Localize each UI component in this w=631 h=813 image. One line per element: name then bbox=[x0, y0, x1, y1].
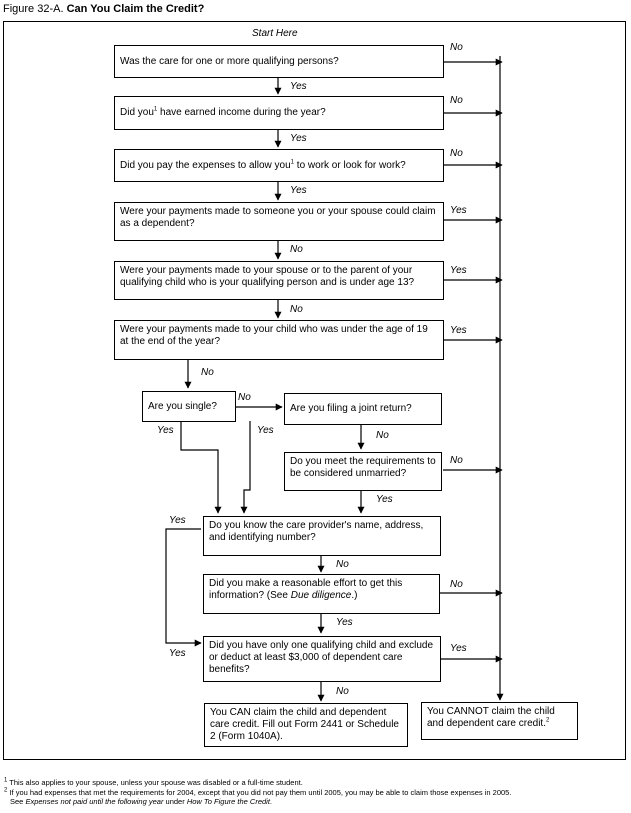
footnote-ref: 2 bbox=[545, 717, 550, 724]
label-yes-q11-q10: Yes bbox=[169, 648, 186, 659]
label-no-q5: No bbox=[290, 304, 303, 315]
question-spouse-or-parent: Were your payments made to your spouse o… bbox=[114, 261, 444, 300]
question-pay-expenses: Did you pay the expenses to allow you1 t… bbox=[114, 149, 444, 182]
question-earned-income: Did you1 have earned income during the y… bbox=[114, 96, 444, 130]
question-dependent-care-benefits: Did you have only one qualifying child a… bbox=[203, 636, 441, 682]
label-no-q4: No bbox=[290, 244, 303, 255]
label-no-q2: No bbox=[450, 95, 463, 106]
label-yes-q5: Yes bbox=[450, 265, 467, 276]
arrow-q7-q10 bbox=[180, 421, 222, 514]
label-yes-q7: Yes bbox=[157, 425, 174, 436]
label-yes-q8: Yes bbox=[257, 425, 274, 436]
footnote-ref: 1 bbox=[153, 106, 158, 113]
result-cannot-claim: You CANNOT claim the child and dependent… bbox=[421, 702, 578, 740]
question-qualifying-persons: Was the care for one or more qualifying … bbox=[114, 45, 444, 78]
figure-title: Figure 32-A. Can You Claim the Credit? bbox=[3, 3, 204, 15]
question-reasonable-effort: Did you make a reasonable effort to get … bbox=[203, 574, 440, 614]
label-yes-q1: Yes bbox=[290, 81, 307, 92]
question-joint-return: Are you filing a joint return? bbox=[284, 393, 442, 425]
label-no-q12: No bbox=[336, 686, 349, 697]
label-no-q9: No bbox=[450, 455, 463, 466]
question-provider-info: Do you know the care provider's name, ad… bbox=[203, 516, 441, 556]
flowchart-frame bbox=[3, 21, 626, 760]
arrow-q10-q12 bbox=[165, 528, 202, 647]
label-no-q11: No bbox=[450, 579, 463, 590]
label-yes-q4: Yes bbox=[450, 205, 467, 216]
label-yes-q11: Yes bbox=[336, 617, 353, 628]
label-yes-q3: Yes bbox=[290, 185, 307, 196]
result-can-claim: You CAN claim the child and dependent ca… bbox=[204, 703, 408, 747]
question-child-under-19: Were your payments made to your child wh… bbox=[114, 320, 444, 360]
footnote-ref: 1 bbox=[290, 159, 295, 166]
label-yes-q6: Yes bbox=[450, 325, 467, 336]
footnote-1: 1 This also applies to your spouse, unle… bbox=[4, 777, 303, 788]
label-yes-q2: Yes bbox=[290, 133, 307, 144]
label-yes-q12: Yes bbox=[450, 643, 467, 654]
label-no-q1: No bbox=[450, 42, 463, 53]
arrow-q8-q10 bbox=[240, 421, 251, 514]
label-yes-q9: Yes bbox=[376, 494, 393, 505]
label-no-q6: No bbox=[201, 367, 214, 378]
footnote-2: 2 If you had expenses that met the requi… bbox=[4, 787, 512, 798]
label-no-q8: No bbox=[376, 430, 389, 441]
question-dependent: Were your payments made to someone you o… bbox=[114, 202, 444, 241]
footnote-2-continued: See Expenses not paid until the followin… bbox=[10, 797, 272, 806]
label-yes-q10: Yes bbox=[169, 515, 186, 526]
figure-heading: Can You Claim the Credit? bbox=[66, 3, 205, 15]
label-no-q7: No bbox=[238, 392, 251, 403]
label-no-q3: No bbox=[450, 148, 463, 159]
start-label: Start Here bbox=[252, 28, 298, 39]
figure-label: Figure 32-A. bbox=[3, 3, 64, 15]
label-no-q10: No bbox=[336, 559, 349, 570]
question-considered-unmarried: Do you meet the requirements to be consi… bbox=[284, 452, 442, 491]
question-single: Are you single? bbox=[142, 391, 236, 422]
